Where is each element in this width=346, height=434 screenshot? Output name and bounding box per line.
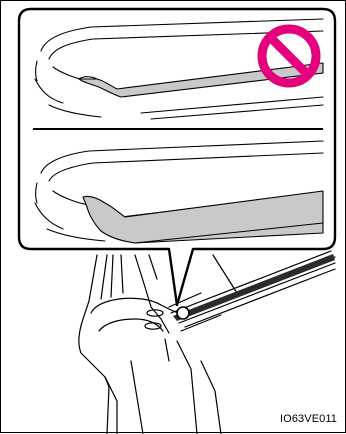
- vehicle-side-drawing: [79, 251, 335, 434]
- pointer-circle: [177, 307, 189, 319]
- figure-code: IO63VE011: [280, 413, 337, 425]
